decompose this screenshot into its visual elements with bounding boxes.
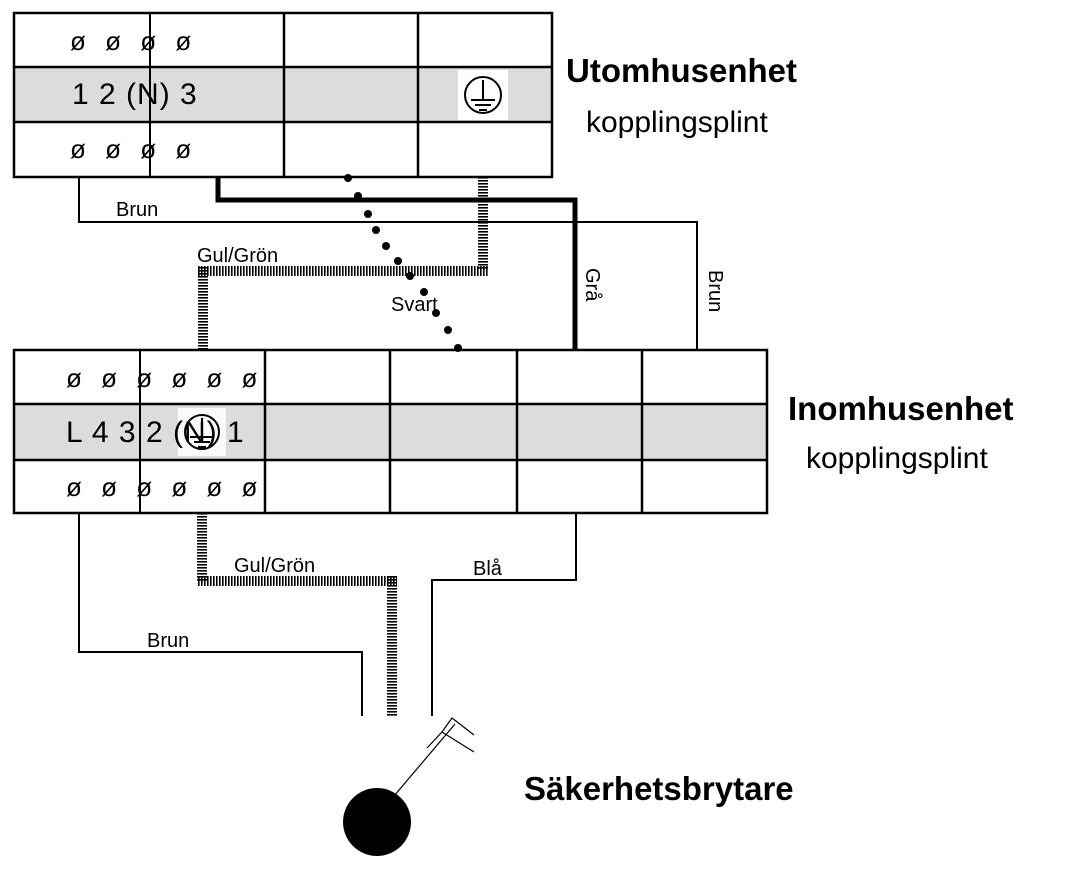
wire-gulgron-bottom xyxy=(197,513,397,716)
wire-brun-bottom xyxy=(78,513,363,716)
indoor-terminal-block xyxy=(12,348,769,515)
label-gra: Grå xyxy=(581,268,603,302)
outdoor-title: Utomhusenhet xyxy=(566,52,797,89)
indoor-subtitle: kopplingsplint xyxy=(806,442,988,475)
indoor-screw-row-bottom: ø ø ø ø ø ø xyxy=(66,472,264,502)
outdoor-screw-row-top: ø ø ø ø xyxy=(70,26,198,56)
label-brun-top: Brun xyxy=(116,199,159,221)
label-bla: Blå xyxy=(473,558,502,580)
outdoor-terminal-labels: 1 2 (N) 3 xyxy=(72,78,198,111)
wire-gulgron-top xyxy=(198,177,488,350)
outdoor-screw-row-bottom: ø ø ø ø xyxy=(70,134,198,164)
wire-gra xyxy=(215,177,578,350)
label-svart: Svart xyxy=(391,294,438,316)
indoor-ground-symbol-icon xyxy=(178,408,226,456)
indoor-screw-row-top: ø ø ø ø ø ø xyxy=(66,363,264,393)
label-brun-bottom: Brun xyxy=(147,630,190,652)
label-gulgron-bottom: Gul/Grön xyxy=(234,555,316,577)
wire-svart xyxy=(344,174,462,352)
label-gulgron-top: Gul/Grön xyxy=(197,245,279,267)
outdoor-subtitle: kopplingsplint xyxy=(586,106,768,139)
indoor-terminal-labels: L 4 3 2 (N) 1 xyxy=(66,416,245,449)
ground-symbol-icon xyxy=(458,70,508,120)
wire-brun-top xyxy=(78,177,698,350)
breaker-title: Säkerhetsbrytare xyxy=(524,770,794,807)
safety-switch-icon xyxy=(343,717,475,856)
wire-bla xyxy=(431,513,577,716)
label-brun-right: Brun xyxy=(704,270,726,313)
indoor-title: Inomhusenhet xyxy=(788,390,1014,427)
